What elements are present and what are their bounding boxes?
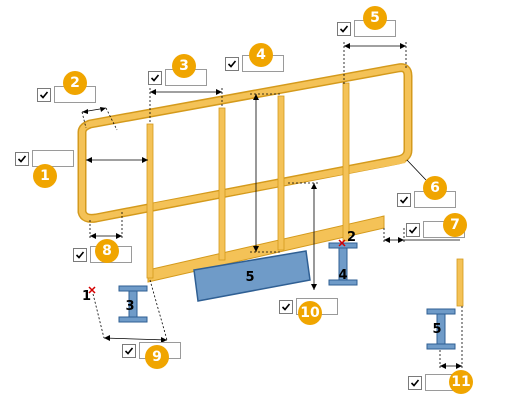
post-1 — [146, 123, 154, 279]
post-3 — [277, 95, 285, 251]
plate-5 — [193, 250, 311, 302]
post-2 — [218, 107, 226, 261]
i-beam-3 — [118, 285, 148, 323]
railing-frame — [77, 63, 413, 223]
leader-6 — [406, 159, 427, 181]
i-beam-4 — [328, 242, 358, 286]
checkbox-5[interactable] — [337, 21, 351, 36]
dimension-11 — [439, 306, 463, 370]
checkbox-9[interactable] — [122, 343, 136, 358]
beam-4-label: 4 — [338, 268, 347, 283]
checkbox-7[interactable] — [406, 222, 420, 237]
badge-10: 10 — [298, 301, 322, 325]
mid-rail — [149, 157, 406, 210]
checkbox-10[interactable] — [279, 299, 293, 314]
badge-4: 4 — [249, 43, 273, 67]
dimension-7 — [383, 228, 460, 244]
checkbox-11[interactable] — [408, 375, 422, 390]
point-1-marker — [88, 286, 96, 294]
dimension-3 — [149, 88, 223, 122]
point-2-label: 2 — [347, 230, 356, 245]
point-1-label: 1 — [82, 289, 91, 304]
badge-8: 8 — [95, 239, 119, 263]
badge-2: 2 — [63, 71, 87, 95]
badge-5: 5 — [363, 6, 387, 30]
badge-7: 7 — [443, 213, 467, 237]
dimension-10 — [288, 182, 320, 290]
checkbox-1[interactable] — [15, 151, 29, 166]
badge-9: 9 — [145, 345, 169, 369]
point-2-marker — [338, 239, 346, 247]
checkbox-4[interactable] — [225, 56, 239, 71]
dimension-2 — [81, 107, 118, 131]
badge-3: 3 — [172, 54, 196, 78]
checkbox-3[interactable] — [148, 70, 162, 85]
dimension-5 — [343, 42, 407, 84]
checkbox-6[interactable] — [397, 192, 411, 207]
checkbox-8[interactable] — [73, 247, 87, 262]
badge-11: 11 — [449, 370, 473, 394]
beam-5-label: 5 — [432, 322, 441, 337]
dimension-9 — [92, 279, 168, 343]
side-post — [456, 258, 464, 307]
railing-posts — [146, 82, 464, 307]
dimension-8 — [89, 212, 123, 240]
top-rail — [77, 63, 413, 223]
dimension-4 — [250, 93, 282, 253]
top-rail-fill — [79, 64, 411, 222]
badge-6: 6 — [423, 176, 447, 200]
dimension-lines — [81, 42, 463, 370]
badge-1: 1 — [33, 164, 57, 188]
i-beam-5 — [426, 308, 456, 350]
plate-label: 5 — [245, 270, 254, 285]
post-4 — [342, 82, 350, 242]
field-1[interactable] — [32, 150, 74, 167]
dimension-1 — [86, 157, 148, 163]
checkbox-2[interactable] — [37, 87, 51, 102]
beam-3-label: 3 — [125, 299, 134, 314]
